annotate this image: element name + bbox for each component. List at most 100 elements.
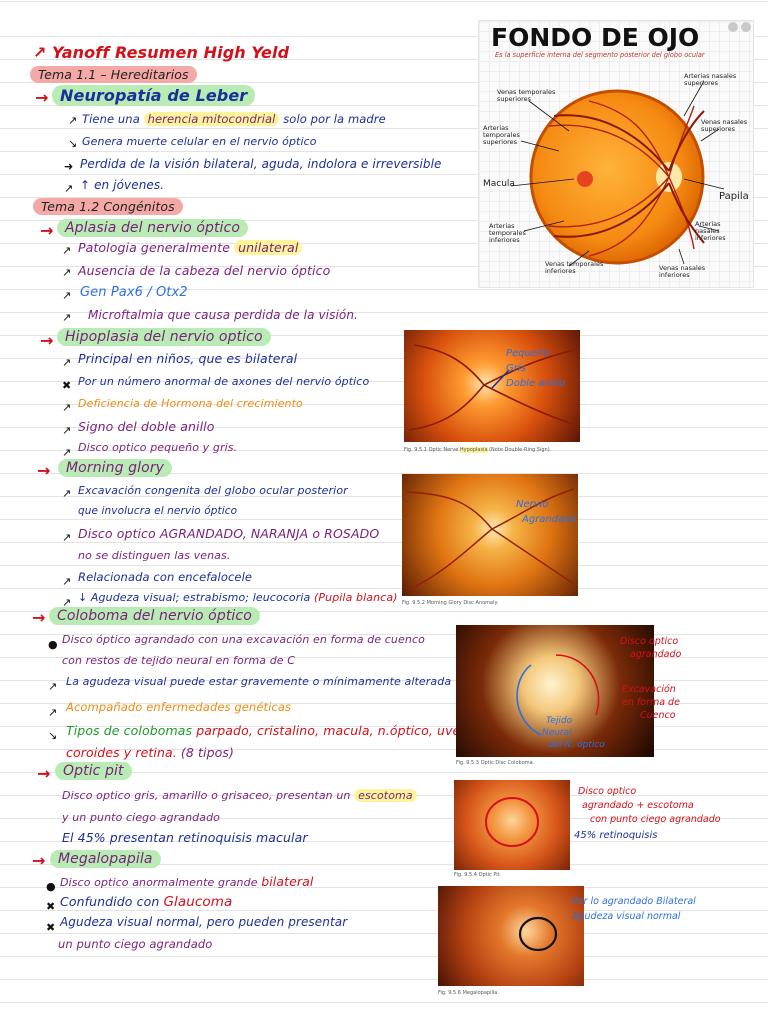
leber-line-2: Genera muerte celular en el nervio óptic…	[82, 135, 317, 148]
label-venas-temporales-superiores: Venas temporales superiores	[497, 88, 556, 103]
coloboma-line-4: Acompañado enfermedades genéticas	[66, 700, 292, 714]
fig3-note-6: Tejido	[546, 716, 573, 726]
optic-pit-line-3: El 45% presentan retinoquisis macular	[62, 830, 308, 845]
fundus-annotations	[516, 654, 600, 736]
megalopapila-line-2: Confundido con Glaucoma	[60, 894, 233, 910]
fig5-note-1: Por lo agrandado Bilateral	[572, 896, 696, 907]
optic-pit-title: Optic pit	[55, 762, 132, 780]
fig3-note-2: agrandado	[630, 649, 682, 660]
fig4-note-4: 45% retinoquisis	[574, 830, 658, 841]
aplasia-line-2: Ausencia de la cabeza del nervio óptico	[78, 263, 331, 278]
megalopapila-line-3: Agudeza visual normal, pero pueden prese…	[60, 915, 348, 929]
bullet-icon: ↗	[62, 531, 72, 544]
label-venas-nasales-inferiores: Venas nasales inferiores	[659, 264, 706, 279]
fig2-caption: Fig. 9.5.2 Morning Glory Disc Anomaly.	[402, 600, 499, 606]
window-dot-icon	[728, 22, 738, 32]
fundus-annotations	[485, 797, 539, 847]
label-venas-temporales-inferiores: Venas temporales inferiores	[545, 260, 604, 275]
fundus-diagram: FONDO DE OJO Es la superficie interna de…	[478, 20, 754, 288]
optic-pit-line-1: Disco optico gris, amarillo o grisaceo, …	[62, 789, 417, 802]
fig3-note-7: Neural	[542, 728, 572, 738]
bullet-icon: ↗	[48, 680, 58, 693]
label-arterias-nasales-superiores: Arterias nasales superiores	[684, 72, 737, 87]
bullet-icon: ↗	[62, 446, 72, 459]
coloboma-line-3: La agudeza visual puede estar gravemente…	[66, 675, 452, 688]
hipoplasia-line-3: Deficiencia de Hormona del crecimiento	[78, 397, 303, 410]
label-macula: Macula	[483, 179, 515, 189]
aplasia-line-3: Gen Pax6 / Otx2	[80, 285, 188, 300]
bullet-icon: ↗	[62, 424, 72, 437]
morning-line-4: no se distinguen las venas.	[78, 549, 231, 562]
label-arterias-nasales-inferiores: Arterias nasales inferiores	[695, 220, 726, 242]
fig3-note-5: Cuenco	[640, 710, 676, 721]
label-arterias-temporales-inferiores: Arterias temporales inferiores	[489, 222, 526, 244]
fundus-photo-hypoplasia	[404, 330, 580, 442]
coloboma-line-6: coroides y retina. (8 tipos)	[66, 745, 234, 760]
fundus-photo-optic-pit	[454, 780, 570, 870]
fundus-annotations	[518, 916, 558, 952]
bullet-icon: ↘	[48, 729, 58, 742]
bullet-icon: ↗	[62, 356, 72, 369]
label-venas-nasales-superiores: Venas nasales superiores	[701, 118, 748, 133]
bullet-icon: ✖	[62, 379, 72, 392]
fig3-note-8: del N. óptico	[548, 740, 605, 750]
megalopapila-line-1: Disco optico anormalmente grande bilater…	[60, 874, 314, 889]
label-arterias-temporales-superiores: Arterias temporales superiores	[483, 124, 520, 146]
coloboma-line-5: Tipos de colobomas parpado, cristalino, …	[66, 723, 496, 738]
leber-line-1: Tiene una herencia mitocondrial solo por…	[82, 112, 386, 126]
morning-line-3: Disco optico AGRANDADO, NARANJA o ROSADO	[78, 526, 380, 541]
morning-line-5: Relacionada con encefalocele	[78, 570, 253, 584]
fundus-vessels	[408, 344, 577, 431]
bullet-icon: ✖	[46, 900, 56, 913]
fig5-note-2: Agudeza visual normal	[572, 911, 681, 922]
leber-title: Neuropatía de Leber	[52, 85, 256, 106]
bullet-icon: ↘	[68, 137, 78, 150]
arrow-icon: →	[40, 331, 54, 350]
bullet-icon: ↗	[64, 182, 74, 195]
arrow-icon: →	[35, 88, 49, 107]
bullet-icon: ↗	[62, 596, 72, 609]
megalopapila-line-4: un punto ciego agrandado	[58, 937, 213, 951]
aplasia-line-1: Patologia generalmente unilateral	[78, 240, 303, 255]
hipoplasia-line-4: Signo del doble anillo	[78, 419, 215, 434]
megalopapila-title: Megalopapila	[50, 850, 161, 868]
coloboma-title: Coloboma del nervio óptico	[49, 607, 260, 625]
bullet-icon: ↗	[68, 114, 78, 127]
optic-pit-line-2: y un punto ciego agrandado	[62, 811, 220, 824]
fundus-photo-morning-glory	[402, 474, 578, 596]
fig3-note-3: Excavación	[622, 684, 676, 695]
bullet-icon: ↗	[62, 487, 72, 500]
leber-line-4: ↑ en jóvenes.	[80, 178, 165, 192]
bullet-icon: ↗	[62, 244, 72, 257]
window-dot-icon	[741, 22, 751, 32]
diagram-title: FONDO DE OJO	[491, 23, 700, 52]
fundus-illustration	[510, 80, 725, 267]
arrow-icon: →	[40, 221, 54, 240]
hipoplasia-title: Hipoplasia del nervio optico	[57, 328, 271, 346]
fig4-note-1: Disco optico	[578, 786, 637, 797]
bullet-icon: ●	[48, 638, 58, 651]
fig4-caption: Fig. 9.5.4 Optic Pit.	[454, 872, 502, 878]
fig2-note-1: Nervio	[516, 499, 549, 510]
bullet-icon: ↗	[62, 289, 72, 302]
bullet-icon: ➜	[64, 160, 74, 173]
fig3-note-1: Disco optico	[620, 636, 679, 647]
bullet-icon: ↗	[62, 266, 72, 279]
fig1-note-2: Gris	[506, 363, 526, 374]
arrow-icon: ↗	[33, 43, 47, 62]
fundus-photo-coloboma	[456, 625, 654, 757]
arrow-icon: →	[37, 461, 51, 480]
morning-line-2: que involucra el nervio óptico	[78, 505, 238, 517]
bullet-icon: ↗	[48, 706, 58, 719]
arrow-icon: →	[37, 764, 51, 783]
arrow-icon: →	[32, 608, 46, 627]
fundus-vessels	[406, 488, 575, 590]
page-title: Yanoff Resumen High Yeld	[52, 43, 290, 62]
aplasia-line-4: Microftalmia que causa perdida de la vis…	[88, 308, 358, 322]
fig1-note-3: Doble anillo	[506, 378, 566, 389]
fig3-note-4: en forma de	[622, 697, 680, 708]
bullet-icon: ↗	[62, 311, 72, 324]
morning-glory-title: Morning glory	[58, 459, 173, 477]
bullet-icon: ↗	[62, 575, 72, 588]
arrow-icon: →	[32, 851, 46, 870]
